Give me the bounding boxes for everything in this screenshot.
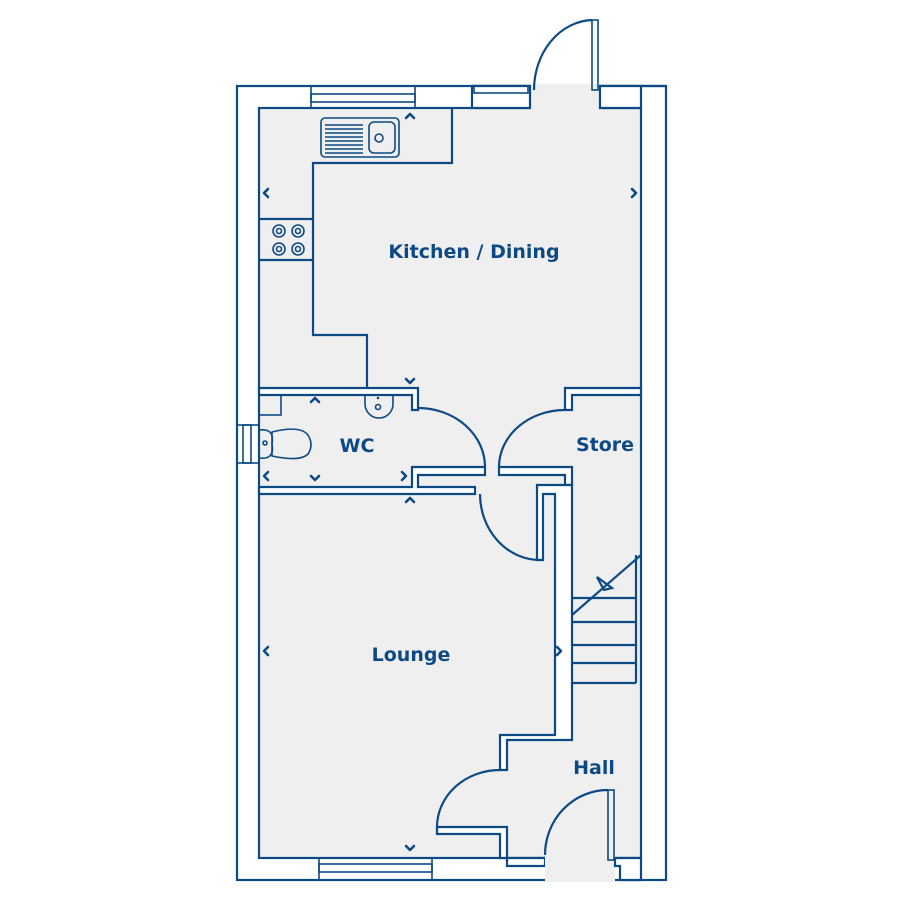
room-label-store: Store	[576, 434, 634, 456]
front-door[interactable]	[543, 788, 615, 861]
staircase	[571, 554, 642, 685]
room-label-hall: Hall	[573, 757, 615, 779]
lounge-door[interactable]	[478, 493, 541, 562]
kitchen-counter	[311, 108, 454, 388]
toilet-icon	[258, 428, 312, 460]
hob-icon	[272, 224, 305, 256]
dimension-markers	[262, 112, 638, 852]
wc-boxing	[258, 394, 282, 416]
room-label-kitchen-dining: Kitchen / Dining	[388, 241, 559, 263]
kitchen-top-window-small	[473, 85, 529, 94]
basin-icon	[364, 395, 394, 419]
back-door[interactable]	[532, 18, 599, 91]
store-door[interactable]	[497, 408, 566, 468]
lounge-window	[318, 857, 433, 881]
room-label-wc: WC	[340, 435, 375, 457]
back-door-opening	[530, 84, 600, 110]
room-label-lounge: Lounge	[372, 644, 451, 666]
sink-icon	[320, 117, 400, 158]
floor-area	[257, 106, 643, 860]
wc-door[interactable]	[417, 406, 487, 468]
kitchen-window	[310, 85, 416, 109]
front-door-opening	[545, 856, 615, 882]
wall-kitchen-store	[563, 386, 643, 412]
hall-lounge-door[interactable]	[435, 768, 501, 828]
wall-lounge-hall	[498, 483, 574, 772]
